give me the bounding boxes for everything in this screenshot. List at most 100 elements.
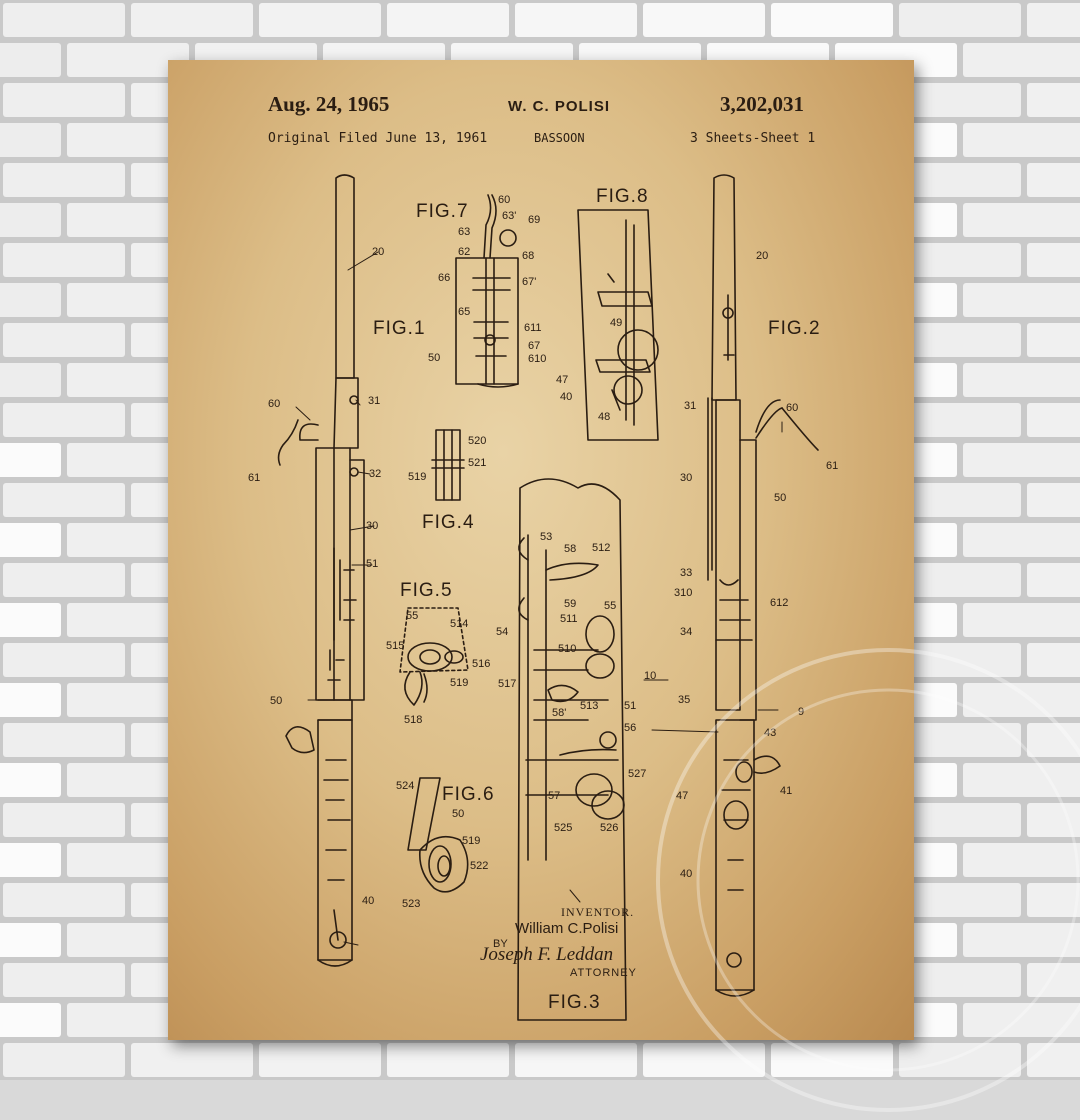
brick — [0, 443, 61, 477]
brick — [963, 763, 1080, 797]
fig3-label: FIG.3 — [548, 992, 601, 1013]
brick — [1027, 803, 1080, 837]
brick — [3, 163, 125, 197]
inventor-label: INVENTOR. — [561, 905, 635, 919]
ref-numeral: 56 — [624, 722, 637, 734]
brick — [259, 1043, 381, 1077]
ref-numeral: 66 — [438, 272, 451, 284]
brick — [3, 803, 125, 837]
brick — [3, 323, 125, 357]
brick — [3, 723, 125, 757]
brick — [67, 923, 189, 957]
ref-numeral: 62 — [458, 246, 471, 258]
inventor-header: W. C. POLISI — [508, 98, 611, 115]
ref-numeral: 60 — [268, 398, 281, 410]
fig2-bassoon-drawing — [707, 174, 819, 997]
ref-numeral: 61 — [248, 472, 261, 484]
ref-numeral: 10 — [644, 670, 657, 682]
sheet-count: 3 Sheets-Sheet 1 — [690, 131, 816, 146]
fig4-label: FIG.4 — [422, 512, 475, 533]
ref-numeral: 34 — [680, 626, 693, 638]
ref-numeral: 514 — [450, 618, 469, 630]
brick — [67, 603, 189, 637]
brick — [67, 523, 189, 557]
ref-numeral: 49 — [610, 317, 623, 329]
patent-drawings — [277, 174, 819, 1021]
fig1-label: FIG.1 — [373, 318, 426, 339]
attorney-label: ATTORNEY — [570, 967, 637, 979]
ref-numeral: 63 — [458, 226, 471, 238]
ref-numeral: 30 — [366, 520, 379, 532]
ref-numeral: 526 — [600, 822, 619, 834]
brick — [131, 1043, 253, 1077]
brick — [3, 883, 125, 917]
brick — [963, 443, 1080, 477]
brick — [643, 1043, 765, 1077]
ref-numeral: 53 — [540, 531, 553, 543]
ref-numeral: 57 — [548, 790, 561, 802]
ref-numeral: 516 — [472, 658, 491, 670]
brick — [0, 923, 61, 957]
brick — [387, 1043, 509, 1077]
brick — [0, 1003, 61, 1037]
ref-numeral: 60 — [786, 402, 799, 414]
ref-numeral: 30 — [680, 472, 693, 484]
brick — [0, 283, 61, 317]
ref-numeral: 520 — [468, 435, 487, 447]
brick — [899, 243, 1021, 277]
brick — [0, 843, 61, 877]
ref-numeral: 47 — [556, 374, 569, 386]
brick — [67, 123, 189, 157]
fig7-drawing — [455, 194, 519, 388]
brick — [963, 603, 1080, 637]
brick — [771, 1043, 893, 1077]
brick — [3, 243, 125, 277]
brick — [1027, 243, 1080, 277]
ref-numeral: 50 — [774, 492, 787, 504]
ref-numeral: 50 — [270, 695, 283, 707]
brick — [0, 43, 61, 77]
fig5-drawing — [399, 607, 469, 706]
brick — [3, 1043, 125, 1077]
fig4-drawing — [431, 429, 465, 501]
brick — [1027, 883, 1080, 917]
brick — [643, 3, 765, 37]
ref-numeral: 67 — [528, 340, 541, 352]
by-label: BY — [493, 938, 508, 950]
ref-numeral: 40 — [362, 895, 375, 907]
filed-date: Original Filed June 13, 1961 — [268, 131, 488, 146]
brick — [1027, 403, 1080, 437]
ref-numeral: 524 — [396, 780, 415, 792]
patent-title: BASSOON — [534, 131, 585, 145]
fig5-label: FIG.5 — [400, 580, 453, 601]
brick — [67, 43, 189, 77]
ref-numeral: 512 — [592, 542, 611, 554]
brick — [1027, 83, 1080, 117]
brick — [67, 283, 189, 317]
brick — [899, 1043, 1021, 1077]
patent-poster: Aug. 24, 1965 W. C. POLISI 3,202,031 Ori… — [168, 60, 914, 1040]
ref-numeral: 20 — [756, 250, 769, 262]
brick — [67, 443, 189, 477]
shop-watermark-seal — [656, 648, 1080, 1112]
brick — [963, 523, 1080, 557]
brick — [131, 3, 253, 37]
ref-numeral: 48 — [598, 411, 611, 423]
brick — [1027, 1043, 1080, 1077]
ref-numeral: 51 — [366, 558, 379, 570]
brick — [963, 683, 1080, 717]
ref-numeral: 50 — [428, 352, 441, 364]
ref-numeral: 51 — [624, 700, 637, 712]
ref-numeral: 61 — [826, 460, 839, 472]
fig6-label: FIG.6 — [442, 784, 495, 805]
brick — [899, 803, 1021, 837]
ref-numeral: 519 — [462, 835, 481, 847]
ref-numeral: 31 — [684, 400, 697, 412]
ref-numeral: 60 — [498, 194, 511, 206]
brick — [0, 603, 61, 637]
brick — [0, 763, 61, 797]
ref-numeral: 522 — [470, 860, 489, 872]
brick — [67, 683, 189, 717]
fig8-drawing — [577, 209, 659, 441]
brick — [899, 323, 1021, 357]
